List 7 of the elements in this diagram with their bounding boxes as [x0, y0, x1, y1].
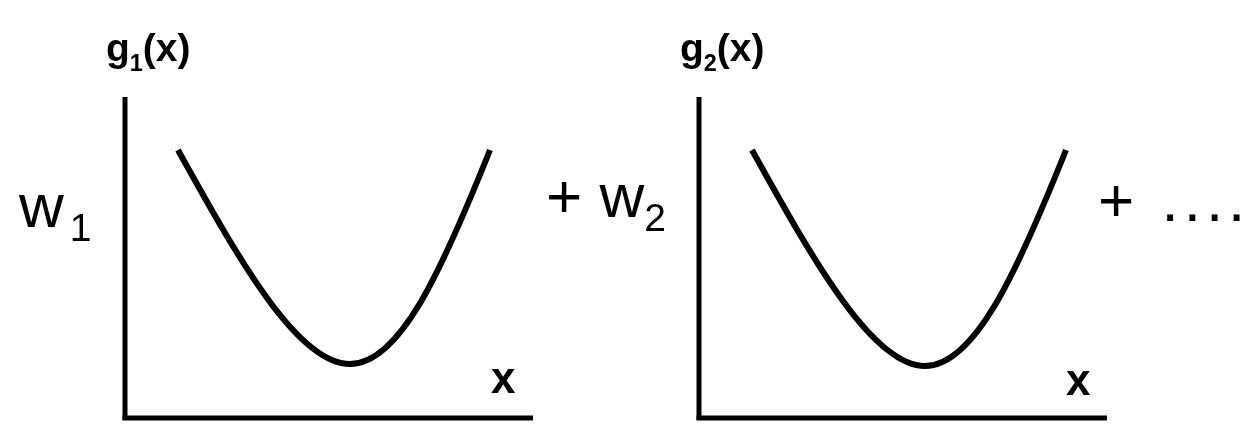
- axis-title: x: [1066, 357, 1091, 402]
- axis-title: g$_{1}$(x): [106, 28, 191, 76]
- term-label: + w$_{2}$: [546, 164, 666, 237]
- axis-title: g$_{2}$(x): [680, 28, 765, 76]
- coefficient-label: w$_{1}$: [19, 174, 92, 247]
- axis-title: x: [491, 355, 516, 400]
- ellipsis-term: + ....: [1098, 168, 1247, 231]
